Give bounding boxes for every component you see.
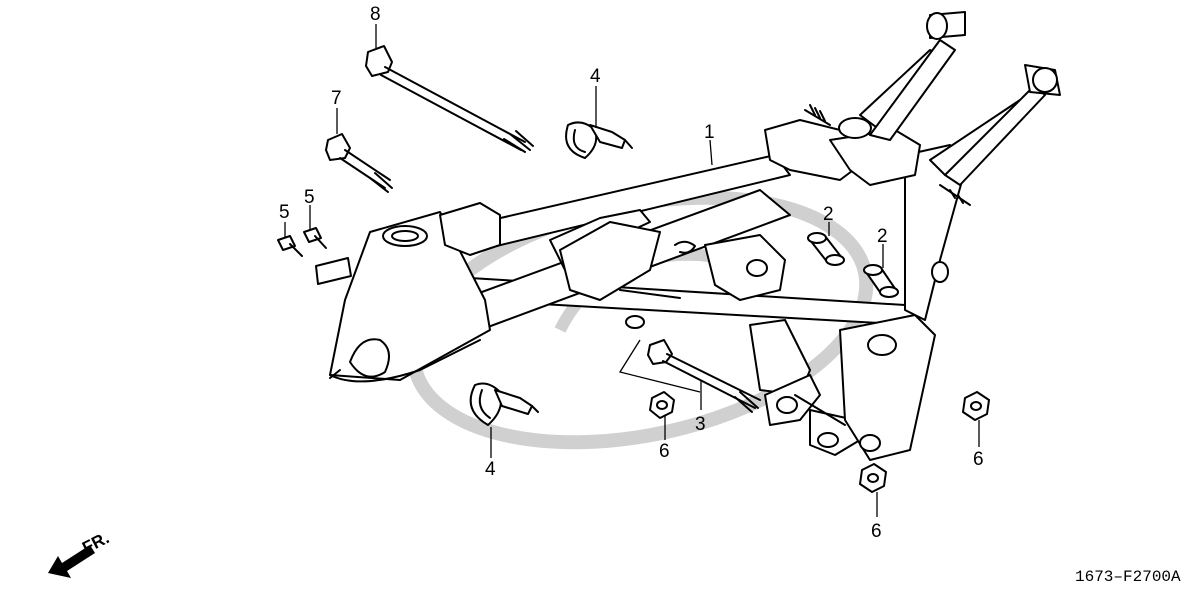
screw-a bbox=[277, 235, 303, 257]
callout-screw-a: 5 bbox=[279, 202, 290, 223]
mount-bolt bbox=[647, 339, 761, 413]
callout-bolt-long: 8 bbox=[370, 4, 381, 25]
frame bbox=[329, 11, 1061, 461]
callout-collar-lower: 2 bbox=[877, 226, 888, 247]
nut-c bbox=[962, 391, 990, 421]
callout-nut-b: 6 bbox=[871, 521, 882, 542]
callout-screw-b: 5 bbox=[304, 187, 315, 208]
callout-nut-c: 6 bbox=[973, 449, 984, 470]
plate bbox=[315, 257, 352, 285]
callout-nut-a: 6 bbox=[659, 441, 670, 462]
callout-clamp-lower: 4 bbox=[485, 459, 496, 480]
callouts: 1 2 2 3 4 4 5 5 6 6 6 7 8 bbox=[279, 4, 984, 542]
callout-clamp-upper: 4 bbox=[590, 66, 601, 87]
nut-b bbox=[859, 463, 887, 493]
clamp-upper bbox=[565, 121, 633, 159]
screw-b bbox=[303, 227, 327, 249]
callout-frame: 1 bbox=[704, 122, 715, 143]
nut-a bbox=[649, 391, 675, 419]
collar-lower bbox=[863, 264, 899, 298]
front-arrow-icon: FR. bbox=[48, 528, 112, 578]
callout-mount-bolt: 3 bbox=[695, 414, 706, 435]
clamp-lower bbox=[469, 382, 539, 426]
collar-upper bbox=[807, 232, 845, 266]
callout-collar-upper: 2 bbox=[823, 204, 834, 225]
bolt-short bbox=[325, 133, 393, 193]
leader-lines bbox=[284, 24, 980, 517]
bolt-long bbox=[365, 45, 534, 153]
drawing-code: 1673–F2700A bbox=[1075, 568, 1181, 586]
callout-bolt-short: 7 bbox=[331, 88, 342, 109]
